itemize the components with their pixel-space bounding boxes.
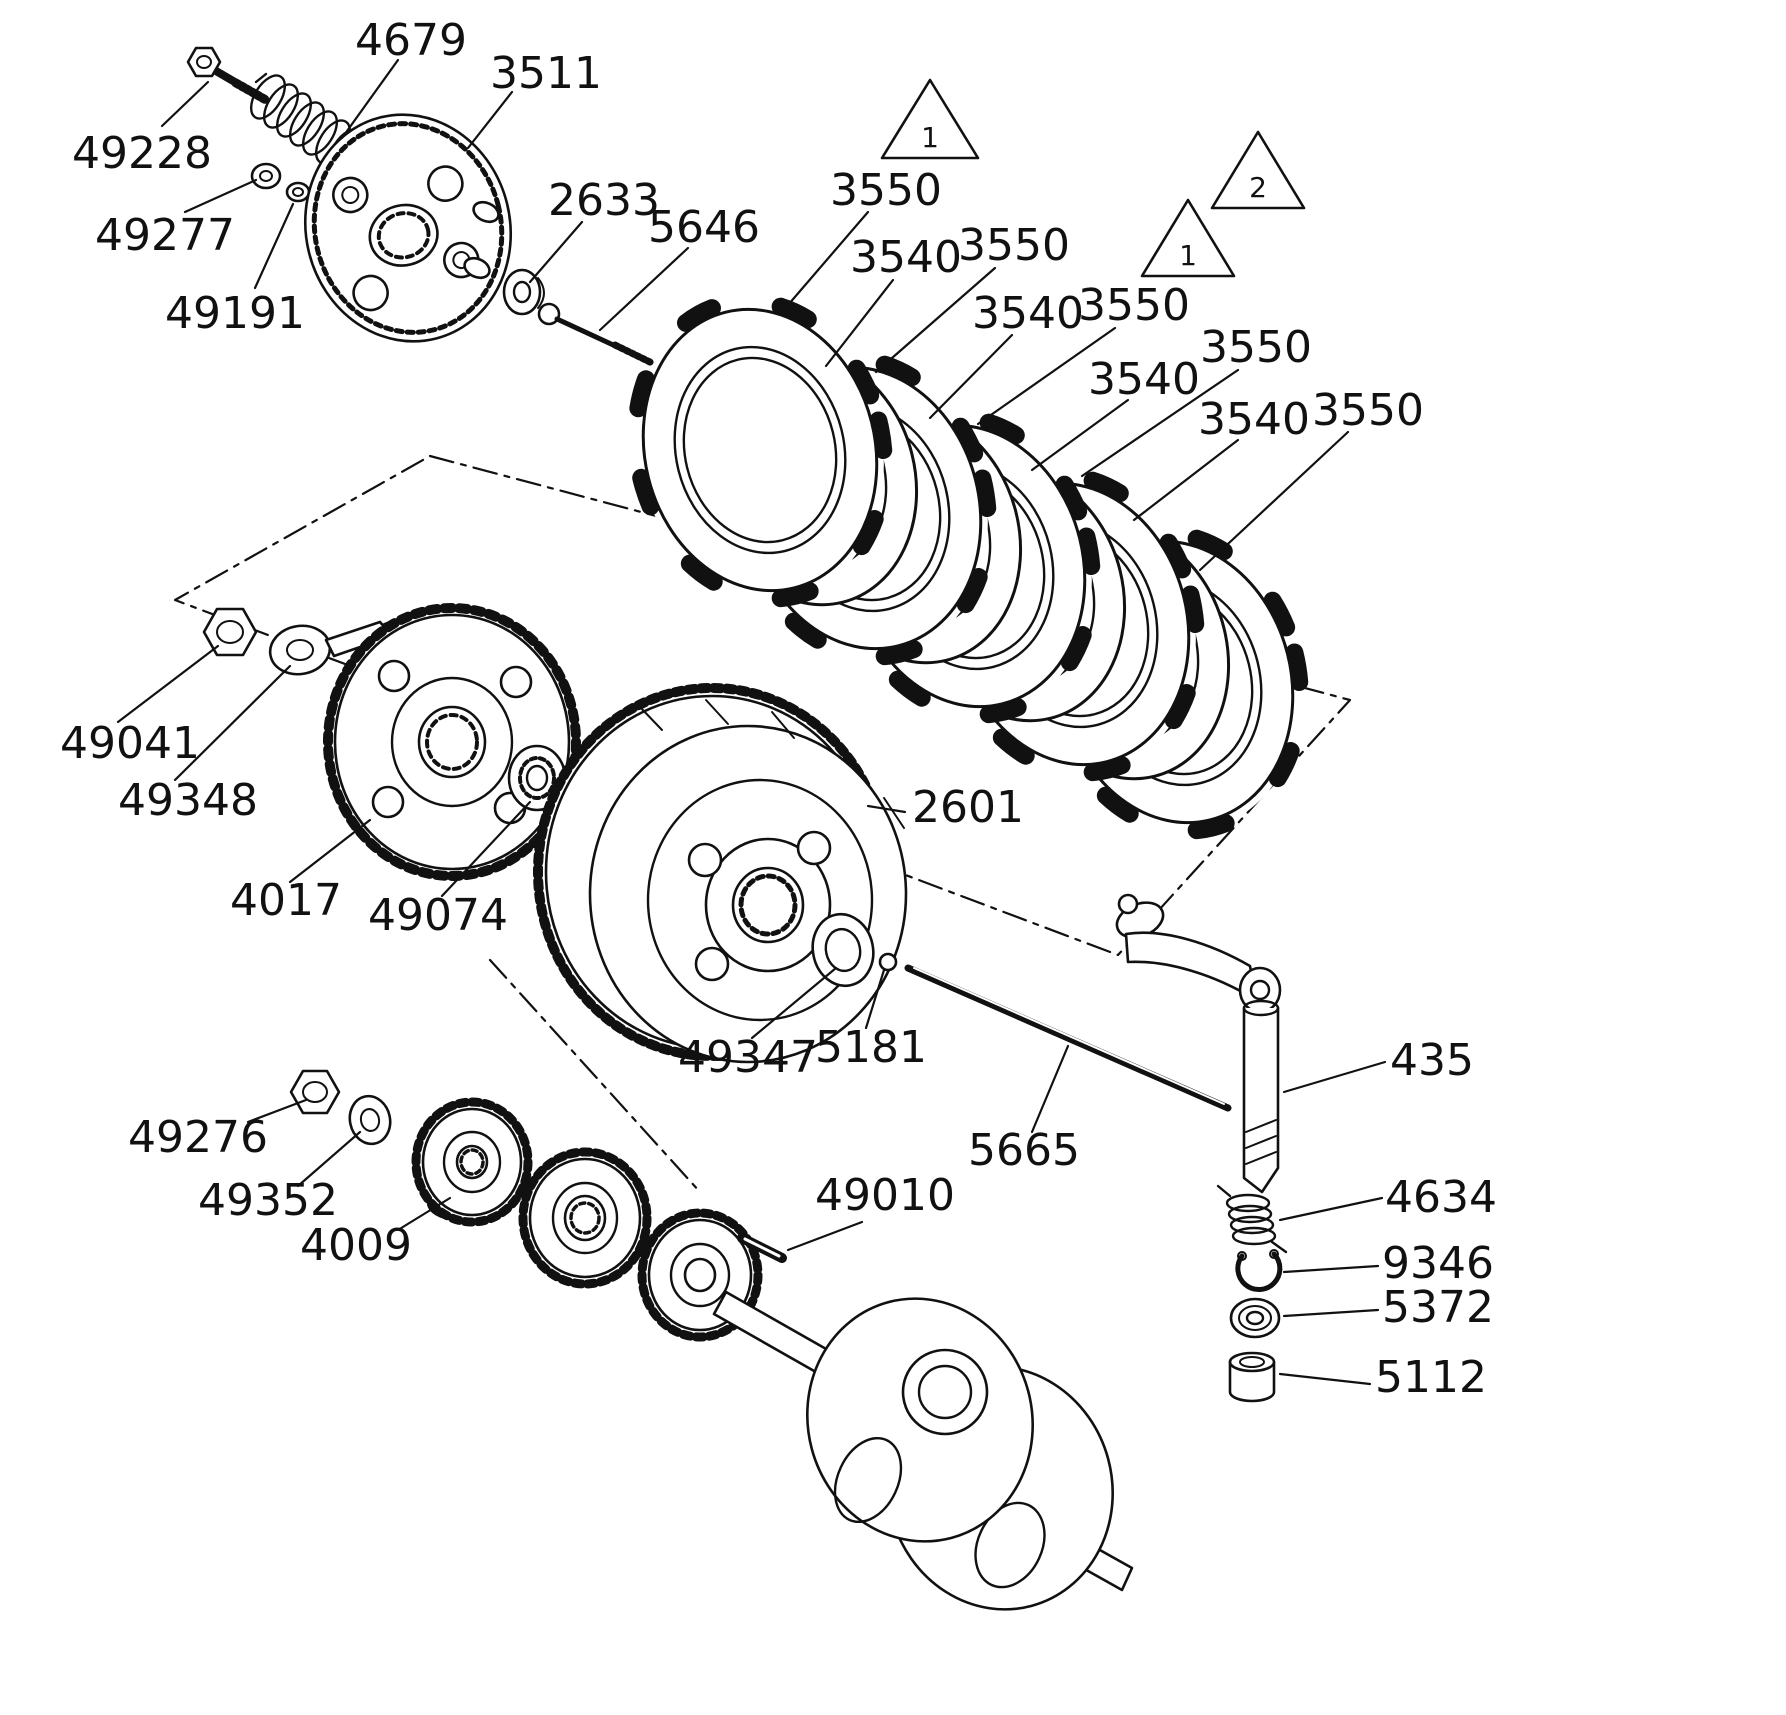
part-label-3540-3: 3540 (1088, 354, 1200, 405)
plate-post (472, 200, 500, 224)
clutch-hub-assembly (202, 603, 908, 1064)
bolt-5646 (537, 302, 656, 367)
part-labels: 4679 3511 49228 49277 49191 2633 5646 35… (60, 15, 1497, 1403)
damper-2633 (502, 268, 545, 316)
part-label-5181: 5181 (815, 1022, 927, 1073)
part-label-4009: 4009 (300, 1220, 412, 1271)
pressure-plate-assembly (186, 46, 656, 367)
washer-49277 (250, 162, 282, 190)
bolt-49228 (186, 46, 271, 105)
washer-49347 (811, 912, 875, 988)
nut-49041 (202, 607, 258, 657)
warning-triangle-2: 2 (1210, 130, 1306, 210)
triangle-number-1: 1 (921, 121, 939, 154)
bearing-5112 (1228, 1351, 1276, 1403)
crank-assembly (289, 1069, 1134, 1611)
washer-49191 (285, 181, 311, 203)
part-label-49191: 49191 (165, 288, 305, 339)
ball-5181 (878, 952, 898, 972)
part-label-49041: 49041 (60, 718, 200, 769)
part-label-3550-5: 3550 (1312, 385, 1424, 436)
warning-triangle-3: 1 (1140, 198, 1236, 278)
part-label-3550-4: 3550 (1200, 322, 1312, 373)
part-label-49277: 49277 (95, 210, 235, 261)
part-label-3550-1: 3550 (830, 165, 942, 216)
part-label-49276: 49276 (128, 1112, 268, 1163)
part-label-4679: 4679 (355, 15, 467, 66)
part-label-2601: 2601 (912, 782, 1024, 833)
part-label-49352: 49352 (198, 1175, 338, 1226)
gear-mid (518, 1147, 652, 1289)
release-assembly (904, 893, 1288, 1403)
release-arm-435 (1115, 893, 1282, 1194)
gear-front (637, 1208, 763, 1342)
warning-triangle-1: 1 (880, 78, 980, 160)
part-label-4634: 4634 (1385, 1172, 1497, 1223)
clutch-basket-2601 (533, 683, 908, 1064)
pushrod-5665 (904, 964, 1232, 1112)
key-49010 (737, 1233, 787, 1263)
part-label-3540-2: 3540 (972, 288, 1084, 339)
spring-4634 (1216, 1184, 1288, 1254)
leader-lines (116, 58, 1387, 1386)
part-label-435: 435 (1390, 1035, 1474, 1086)
part-label-3550-2: 3550 (958, 220, 1070, 271)
plate-post (463, 256, 491, 280)
pressure-plate-3511 (303, 113, 513, 343)
triangle-markers: 1 2 1 (880, 78, 1306, 278)
part-label-3540-4: 3540 (1198, 394, 1310, 445)
part-label-3511: 3511 (490, 48, 602, 99)
primary-gear-4017 (323, 603, 581, 881)
part-label-3540-1: 3540 (850, 232, 962, 283)
circlip-9346 (1235, 1249, 1283, 1293)
part-label-5372: 5372 (1382, 1282, 1494, 1333)
triangle-number-3: 1 (1179, 239, 1197, 272)
part-label-49010: 49010 (815, 1170, 955, 1221)
part-label-5646: 5646 (648, 202, 760, 253)
part-label-3550-3: 3550 (1078, 280, 1190, 331)
part-label-49348: 49348 (118, 775, 258, 826)
crankshaft (712, 1290, 1134, 1611)
part-label-5665: 5665 (968, 1125, 1080, 1176)
part-label-49228: 49228 (72, 128, 212, 179)
triangle-number-2: 2 (1249, 171, 1267, 204)
washer-5372 (1229, 1297, 1281, 1339)
part-label-49347: 49347 (678, 1032, 818, 1083)
nut-49276 (289, 1069, 341, 1115)
part-label-5112: 5112 (1375, 1352, 1487, 1403)
part-label-4017: 4017 (230, 875, 342, 926)
part-label-49074: 49074 (368, 890, 508, 941)
gear-4009 (411, 1097, 533, 1227)
part-label-2633: 2633 (548, 175, 660, 226)
part-label-9346: 9346 (1382, 1238, 1494, 1289)
